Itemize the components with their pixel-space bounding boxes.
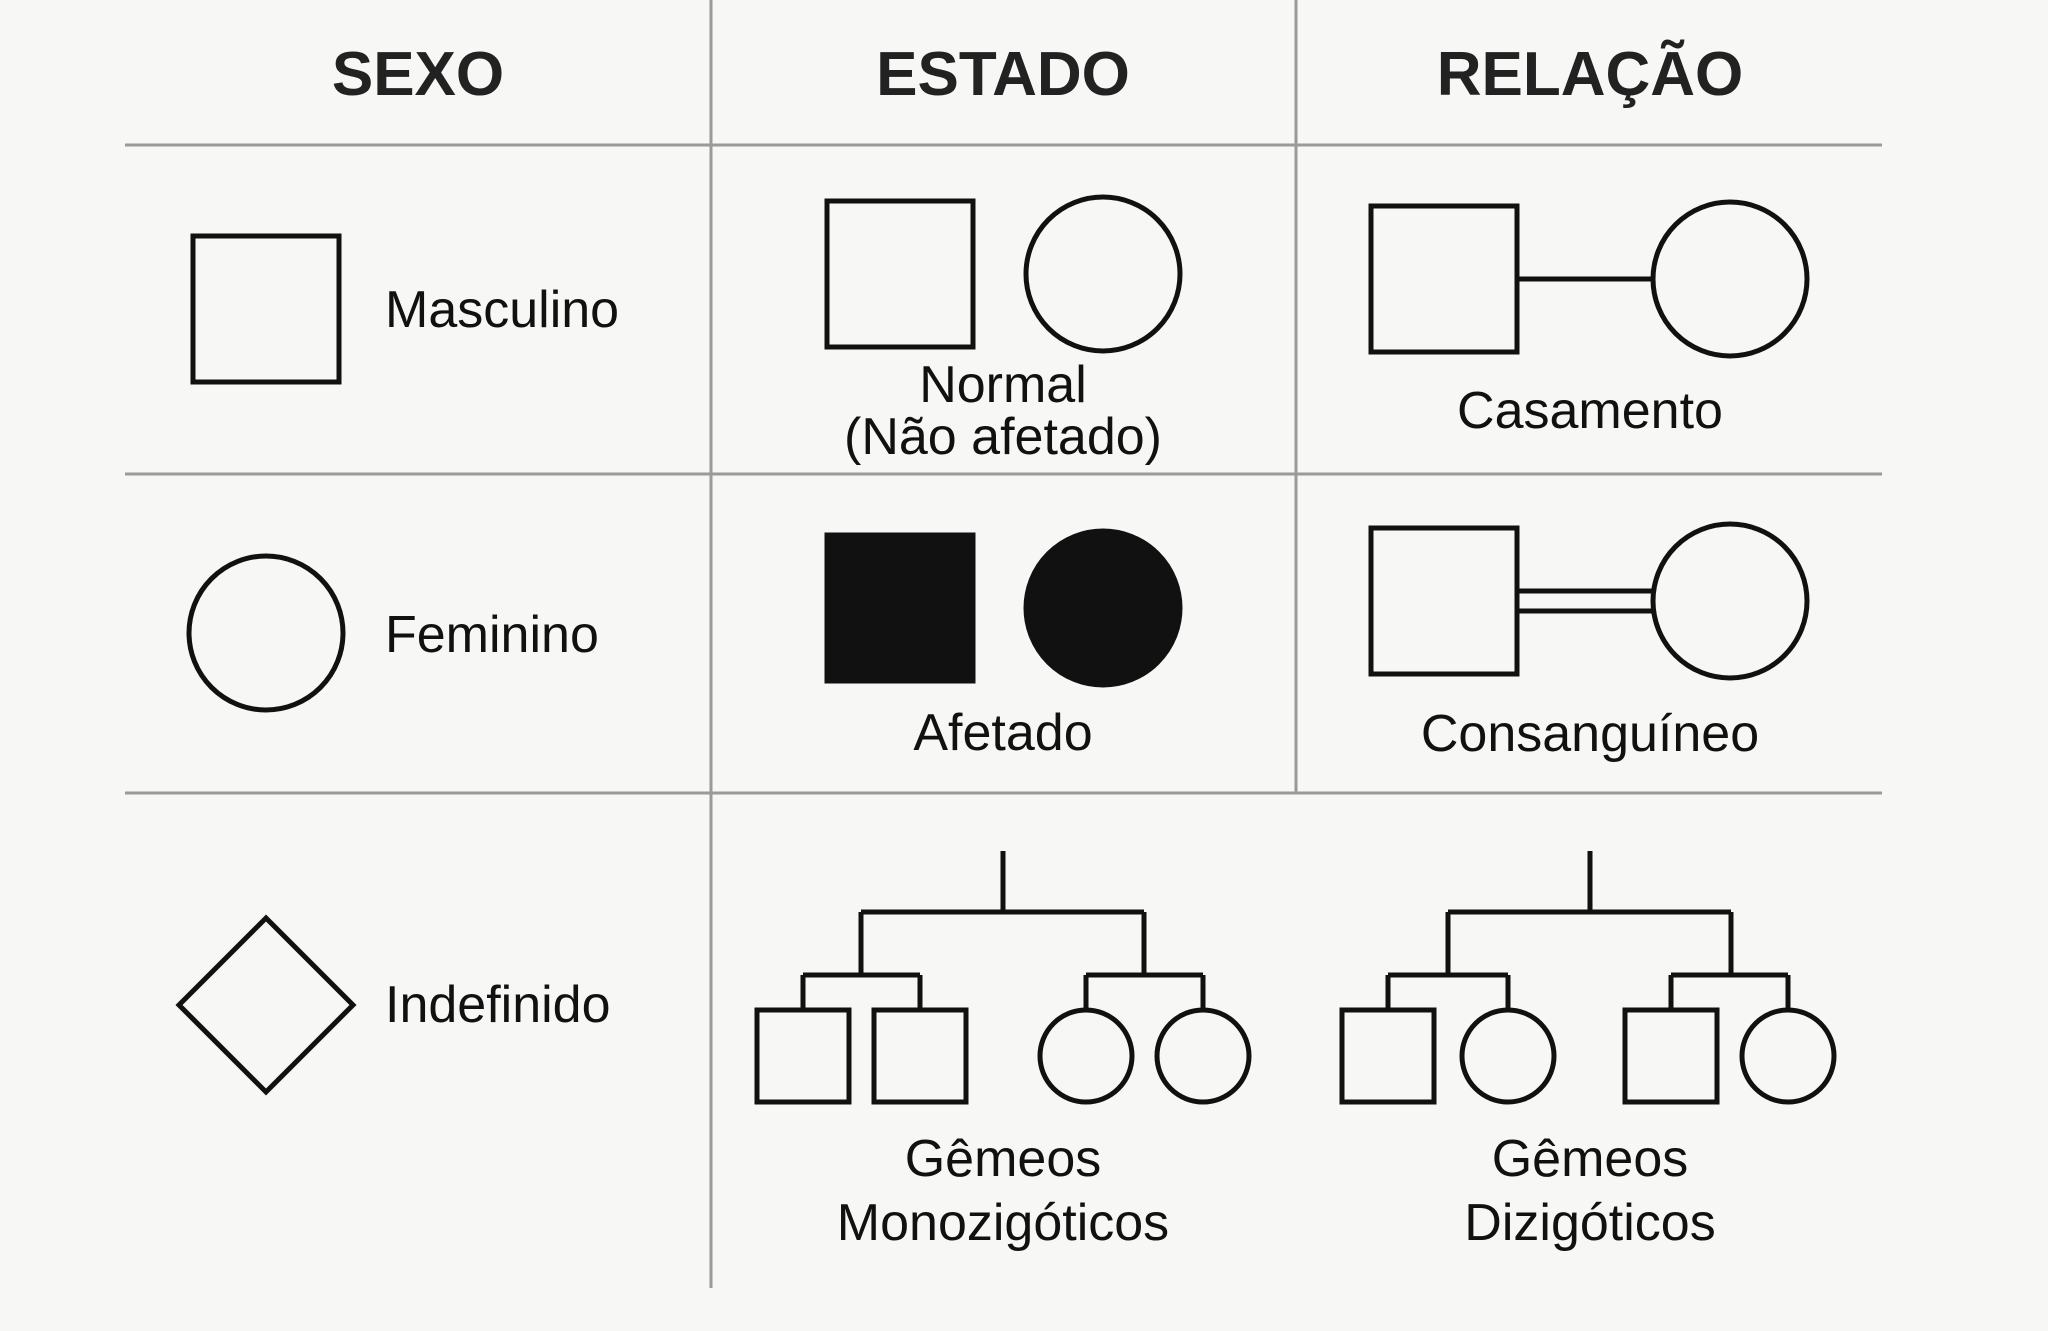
affected-label: Afetado xyxy=(913,704,1092,762)
mono-female-twin-2-icon xyxy=(1154,1007,1252,1105)
dizygotic-label-line2: Dizigóticos xyxy=(1464,1194,1715,1252)
female-circle-icon xyxy=(186,553,346,713)
mono-female-twin-1-icon xyxy=(1037,1007,1135,1105)
marriage-male-square-icon xyxy=(1368,203,1520,355)
affected-female-circle-icon xyxy=(1023,528,1183,688)
normal-male-square-icon xyxy=(824,198,976,350)
mono-male-twin-2-icon xyxy=(871,1007,969,1105)
monozygotic-label-line1: Gêmeos xyxy=(905,1130,1102,1188)
normal-female-circle-icon xyxy=(1023,194,1183,354)
monozygotic-twins-group: Gêmeos Monozigóticos xyxy=(754,851,1252,1252)
header-relation: RELAÇÃO xyxy=(1437,40,1744,109)
dizygotic-label-line1: Gêmeos xyxy=(1492,1130,1689,1188)
undefined-label: Indefinido xyxy=(385,976,611,1034)
male-label: Masculino xyxy=(385,281,619,339)
di-female-twin-1-icon xyxy=(1459,1007,1557,1105)
table-grid xyxy=(125,0,1882,1288)
male-square-icon xyxy=(190,233,342,385)
consanguineous-label: Consanguíneo xyxy=(1421,705,1759,763)
dizygotic-bracket xyxy=(1385,851,1791,1010)
monozygotic-bracket xyxy=(800,851,1206,1010)
female-label: Feminino xyxy=(385,606,599,664)
normal-label-line1: Normal xyxy=(919,356,1087,414)
marriage-label: Casamento xyxy=(1457,382,1723,440)
monozygotic-label-line2: Monozigóticos xyxy=(837,1194,1169,1252)
marriage-female-circle-icon xyxy=(1650,199,1810,359)
dizygotic-twins-group: Gêmeos Dizigóticos xyxy=(1339,851,1837,1252)
di-female-twin-2-icon xyxy=(1739,1007,1837,1105)
header-status: ESTADO xyxy=(876,40,1130,109)
header-sex: SEXO xyxy=(332,40,504,109)
mono-male-twin-1-icon xyxy=(754,1007,852,1105)
di-male-twin-2-icon xyxy=(1622,1007,1720,1105)
undefined-diamond-icon xyxy=(175,914,357,1096)
di-male-twin-1-icon xyxy=(1339,1007,1437,1105)
affected-male-square-icon xyxy=(824,532,976,684)
normal-label-line2: (Não afetado) xyxy=(844,408,1162,466)
consanguineous-female-circle-icon xyxy=(1650,521,1810,681)
consanguineous-male-square-icon xyxy=(1368,525,1520,677)
